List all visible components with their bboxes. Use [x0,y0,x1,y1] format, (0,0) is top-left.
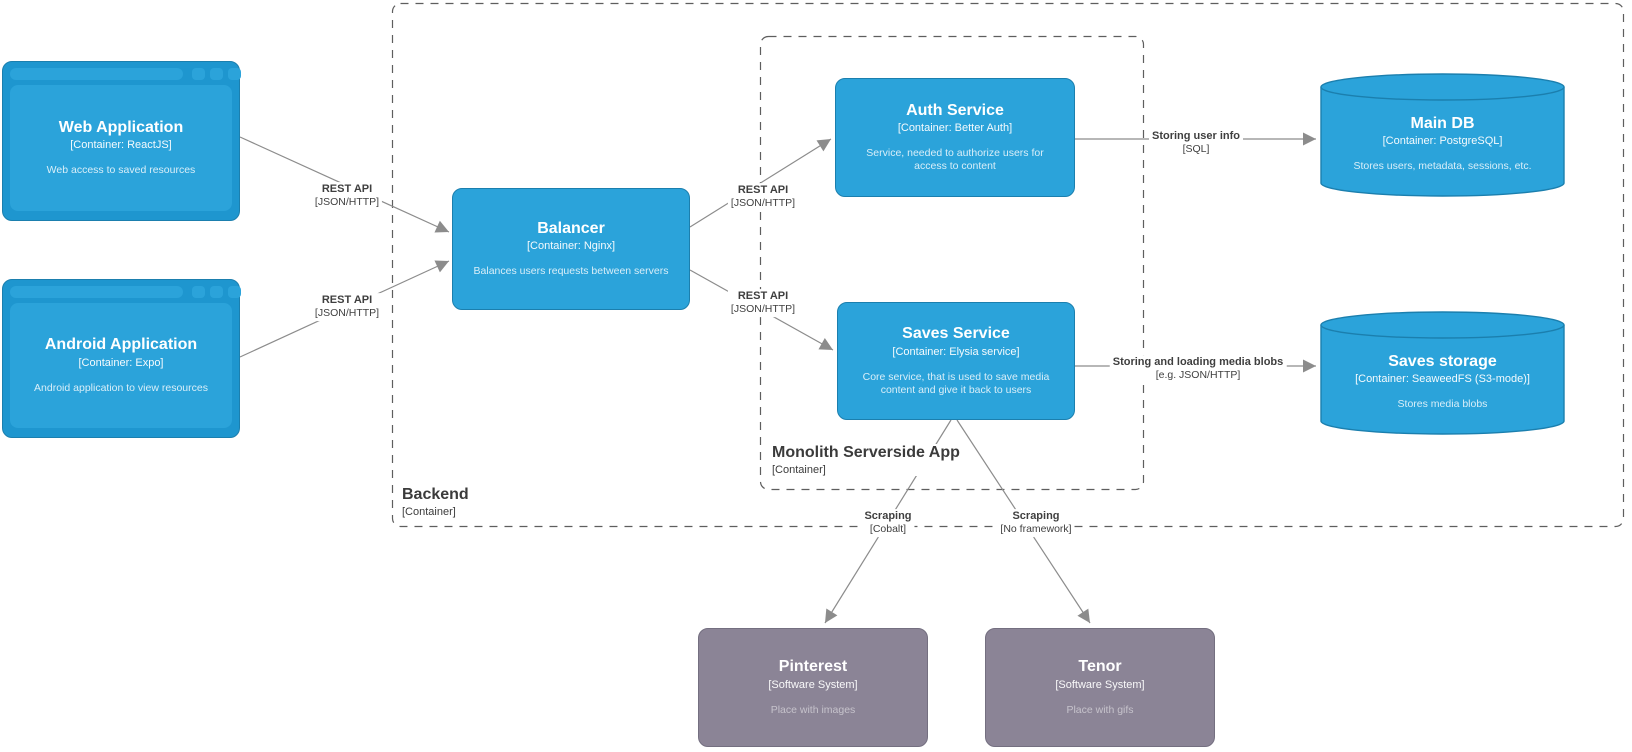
node-title: Auth Service [906,101,1004,119]
edge-label-meta: [Cobalt] [869,523,907,536]
node-meta: [Container: Expo] [78,356,164,369]
node-title: Pinterest [778,658,848,676]
edge-label-meta: [No framework] [1000,523,1072,536]
edge-label-auth-to-maindb: Storing user info [SQL] [1149,129,1243,157]
node-meta: [Software System] [1055,678,1145,691]
node-body: Saves storage [Container: SeaweedFS (S3-… [1320,310,1565,436]
node-body: Main DB [Container: PostgreSQL] Stores u… [1320,72,1565,198]
node-description: Place with images [770,703,856,716]
edge-label-title: REST API [737,184,789,197]
node-auth-service: Auth Service [Container: Better Auth] Se… [835,78,1075,197]
edge-label-meta: [JSON/HTTP] [730,197,796,210]
node-description: Core service, that is used to save media… [862,370,1050,396]
edge-label-title: Scraping [864,510,912,523]
node-saves-service: Saves Service [Container: Elysia service… [837,302,1075,420]
node-description: Web access to saved resources [46,164,196,177]
node-description: Balances users requests between servers [473,265,669,278]
monolith-boundary [759,35,1145,491]
monolith-boundary-title: Monolith Serverside App [772,444,960,461]
edge-label-saves-to-pinterest: Scraping [Cobalt] [861,509,915,537]
browser-button-icon [210,286,223,298]
edge-label-title: REST API [321,183,373,196]
edge-label-web-to-balancer: REST API [JSON/HTTP] [311,182,383,210]
node-description: Service, needed to authorize users for a… [866,147,1044,173]
node-description: Place with gifs [1066,703,1134,716]
node-meta: [Container: Better Auth] [897,122,1013,135]
edge-label-meta: [JSON/HTTP] [314,307,380,320]
node-web-application: Web Application [Container: ReactJS] Web… [2,61,241,221]
browser-button-icon [210,68,223,80]
browser-button-icon [192,68,205,80]
edge-label-balancer-to-saves: REST API [JSON/HTTP] [727,289,799,317]
edge-label-title: Storing user info [1152,130,1240,143]
node-title: Android Application [44,336,198,354]
backend-boundary [391,2,1625,528]
edge-label-title: REST API [321,294,373,307]
monolith-boundary-meta: [Container] [772,464,826,477]
edge-label-meta: [SQL] [1182,143,1210,156]
node-body: Android Application [Container: Expo] An… [10,303,232,428]
database-cylinder-icon [1320,311,1565,435]
backend-boundary-label: Backend [Container] [402,486,473,519]
edge-balancer-to-auth [689,138,832,228]
backend-boundary-meta: [Container] [402,506,456,519]
edge-label-balancer-to-auth: REST API [JSON/HTTP] [727,183,799,211]
browser-button-icon [192,286,205,298]
browser-button-icon [228,286,241,298]
node-title: Tenor [1078,658,1122,676]
edge-label-title: Scraping [1012,510,1060,523]
node-title: Balancer [537,219,605,237]
node-title: Main DB [1410,114,1475,132]
node-meta: [Container: PostgreSQL] [1382,135,1503,148]
edge-label-android-to-balancer: REST API [JSON/HTTP] [311,293,383,321]
browser-button-icon [228,68,241,80]
edge-label-meta: [e.g. JSON/HTTP] [1155,369,1241,382]
node-balancer: Balancer [Container: Nginx] Balances use… [452,188,690,310]
edge-label-saves-to-tenor: Scraping [No framework] [997,509,1075,537]
node-saves-storage: Saves storage [Container: SeaweedFS (S3-… [1320,310,1565,436]
node-title: Web Application [58,118,184,136]
node-title: Saves Service [902,325,1010,343]
edge-label-meta: [JSON/HTTP] [730,303,796,316]
edge-label-meta: [JSON/HTTP] [314,196,380,209]
node-meta: [Software System] [768,678,858,691]
node-meta: [Container: Elysia service] [892,345,1020,358]
node-android-application: Android Application [Container: Expo] An… [2,279,241,438]
node-description: Stores media blobs [1397,398,1488,411]
browser-address-bar [10,68,183,80]
node-tenor: Tenor [Software System] Place with gifs [985,628,1215,747]
node-meta: [Container: SeaweedFS (S3-mode)] [1355,373,1530,386]
node-description: Stores users, metadata, sessions, etc. [1353,160,1532,173]
node-pinterest: Pinterest [Software System] Place with i… [698,628,928,747]
edge-label-title: REST API [737,290,789,303]
node-title: Saves storage [1388,352,1497,370]
browser-address-bar [10,286,183,298]
node-body: Web Application [Container: ReactJS] Web… [10,85,232,211]
node-meta: [Container: ReactJS] [70,139,172,152]
database-cylinder-icon [1320,73,1565,197]
node-main-db: Main DB [Container: PostgreSQL] Stores u… [1320,72,1565,198]
edge-label-saves-to-storage: Storing and loading media blobs [e.g. JS… [1109,355,1287,383]
node-description: Android application to view resources [34,381,208,394]
edge-label-title: Storing and loading media blobs [1112,356,1284,369]
monolith-boundary-label: Monolith Serverside App [Container] [772,444,964,477]
backend-boundary-title: Backend [402,486,469,503]
node-meta: [Container: Nginx] [526,240,616,253]
